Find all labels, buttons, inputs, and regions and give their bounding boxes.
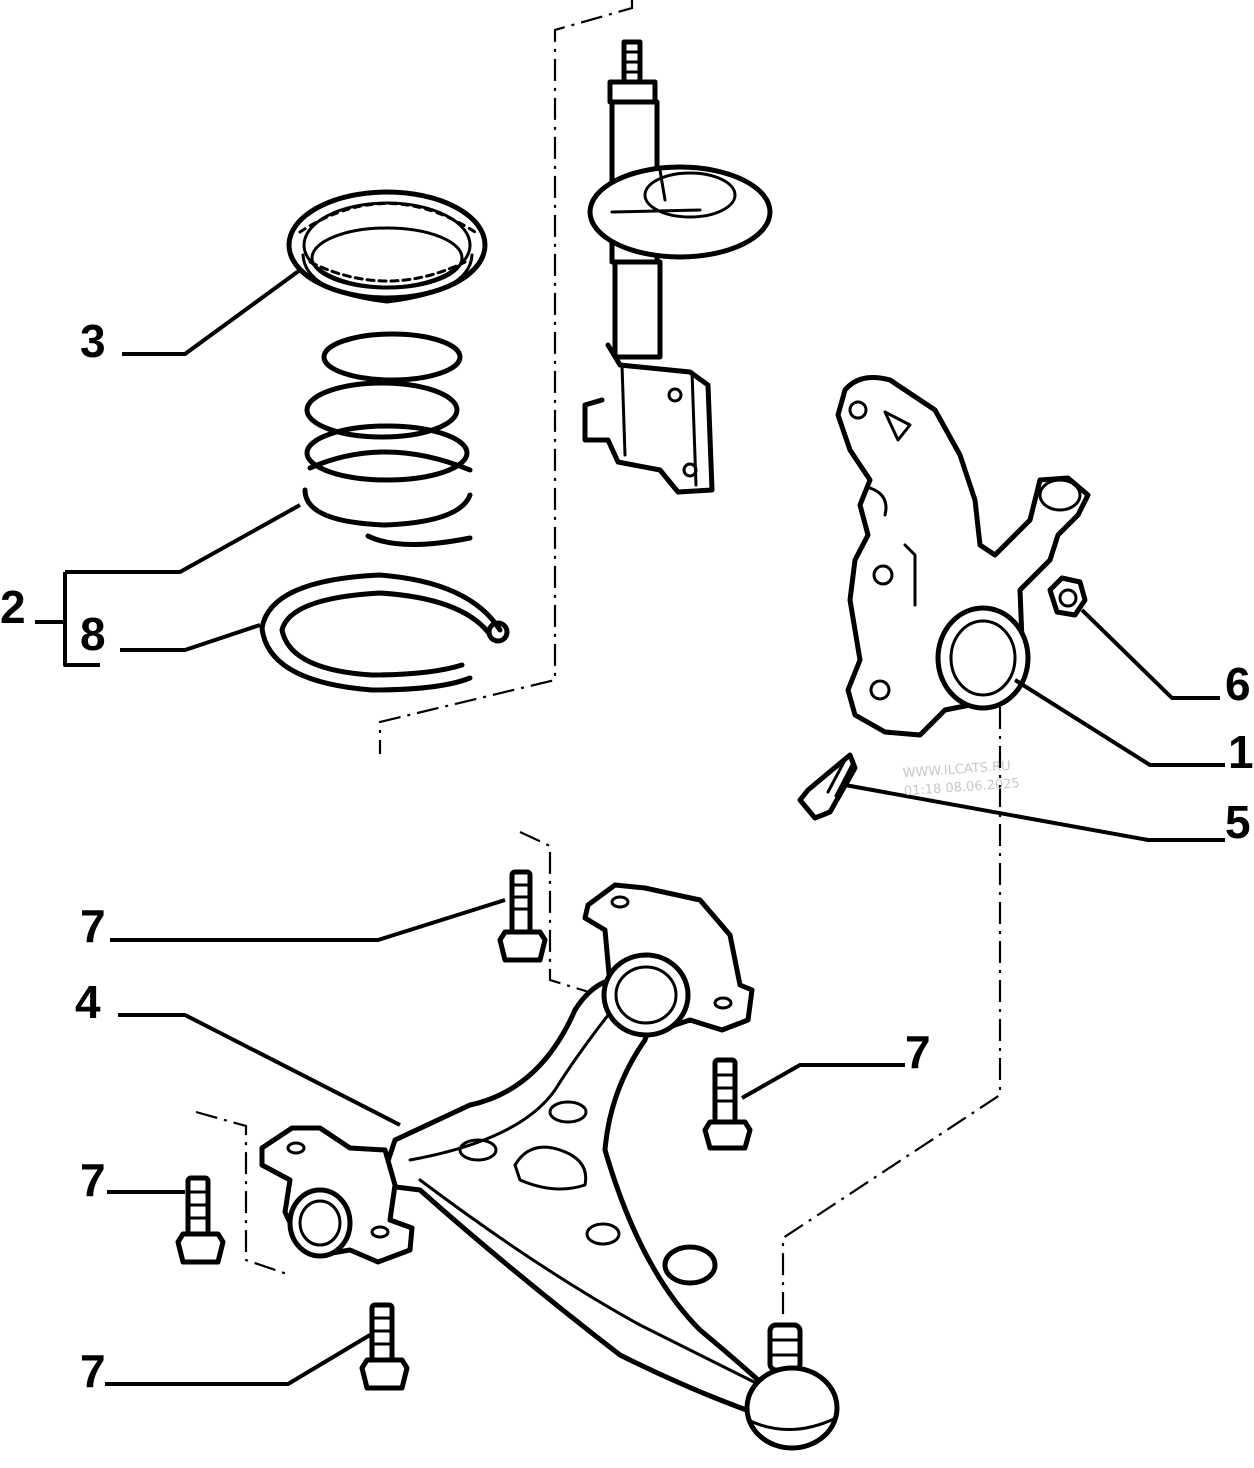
- callout-2: 2: [0, 581, 26, 633]
- callout-5: 5: [1225, 796, 1251, 848]
- callout-7-right: 7: [905, 1026, 931, 1078]
- leader-lines: [35, 268, 1225, 1386]
- knuckle-bolt: [797, 752, 858, 821]
- arm-bolt-right: [702, 1057, 753, 1151]
- callout-3: 3: [80, 315, 106, 367]
- callout-7-bottom: 7: [80, 1345, 106, 1397]
- shock-absorber-strut: [582, 39, 773, 495]
- callout-7-top: 7: [80, 900, 106, 952]
- arm-bolt-top: [497, 869, 548, 963]
- callout-7-left: 7: [80, 1154, 106, 1206]
- arm-bolt-left: [175, 1175, 226, 1265]
- coil-spring: [302, 331, 473, 548]
- spring-pad-ring: [259, 572, 510, 693]
- callout-8: 8: [80, 608, 106, 660]
- callout-4: 4: [75, 976, 101, 1028]
- arm-bolt-bottom: [359, 1302, 410, 1391]
- assembly-axis-lines: [195, 0, 1002, 1320]
- spring-upper-seat: [286, 189, 488, 304]
- callout-1: 1: [1228, 726, 1254, 778]
- nut: [1047, 575, 1088, 618]
- callout-6: 6: [1225, 658, 1251, 710]
- watermark: WWW.ILCATS.RU 01:18 08.06.2025: [902, 759, 1020, 799]
- lower-control-arm: [259, 882, 840, 1451]
- steering-knuckle: [835, 375, 1091, 738]
